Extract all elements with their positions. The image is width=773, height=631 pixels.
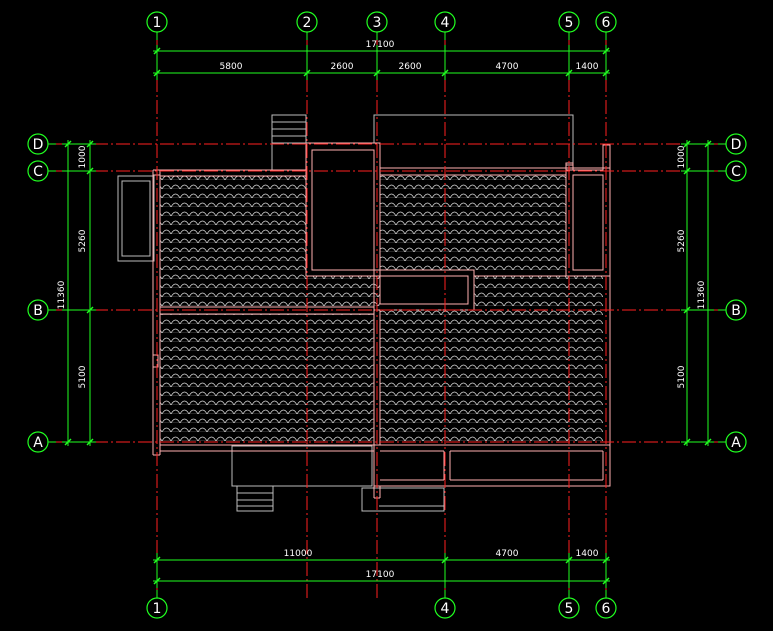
axis-bubble-top-1: 1 bbox=[146, 11, 168, 33]
axis-bubble-right-C-label: C bbox=[731, 164, 741, 180]
top-dim-1-2: 5800 bbox=[220, 62, 243, 72]
upper-void-outer bbox=[305, 142, 381, 277]
auxiliary-outlines bbox=[117, 114, 574, 512]
axis-bubble-top-3-label: 3 bbox=[373, 15, 382, 31]
middle-opening-inner bbox=[379, 275, 469, 305]
axis-bubble-right-B-label: B bbox=[731, 303, 741, 319]
balcony-outer bbox=[373, 444, 611, 487]
axis-bubble-bottom-6-label: 6 bbox=[602, 601, 611, 617]
bottom-stair-outline bbox=[236, 485, 274, 512]
bottom-total-dimension: 17100 bbox=[366, 570, 395, 580]
right-total-dimension: 11360 bbox=[697, 280, 707, 309]
axis-bubble-bottom-1-label: 1 bbox=[153, 601, 162, 617]
axis-bubble-bottom-6: 6 bbox=[595, 597, 617, 619]
axis-bubble-bottom-4: 4 bbox=[434, 597, 456, 619]
roof-tiles bbox=[160, 175, 603, 445]
axis-bubble-right-A: A bbox=[725, 431, 747, 453]
top-dim-2-3: 2600 bbox=[331, 62, 354, 72]
axis-bubble-top-5-label: 5 bbox=[565, 15, 574, 31]
axis-bubble-top-1-label: 1 bbox=[153, 15, 162, 31]
axis-grid-lines bbox=[50, 34, 724, 598]
axis-bubble-top-5: 5 bbox=[558, 11, 580, 33]
right-dim-b-a: 5100 bbox=[677, 365, 687, 388]
axis-bubble-left-D: D bbox=[27, 133, 49, 155]
top-bay-outline bbox=[373, 114, 574, 168]
top-dim-5-6: 1400 bbox=[576, 62, 599, 72]
left-dim-c-b: 5260 bbox=[78, 229, 88, 252]
roof-panel-east-upper bbox=[474, 276, 603, 310]
top-total-dimension: 17100 bbox=[366, 40, 395, 50]
east-upper-box-inner bbox=[572, 174, 604, 271]
top-dim-4-5: 4700 bbox=[496, 62, 519, 72]
walls bbox=[152, 142, 611, 499]
axis-bubble-top-3: 3 bbox=[366, 11, 388, 33]
bottom-dim-4-5: 4700 bbox=[496, 549, 519, 559]
left-bay-outline bbox=[117, 175, 155, 262]
axis-bubble-top-6-label: 6 bbox=[602, 15, 611, 31]
axis-bubble-right-C: C bbox=[725, 160, 747, 182]
axis-bubble-right-D: D bbox=[725, 133, 747, 155]
dimension-texts: 17100 5800 2600 2600 4700 1400 11000 470… bbox=[57, 40, 707, 580]
bottom-porch-outline bbox=[231, 445, 373, 487]
axis-bubble-right-B: B bbox=[725, 299, 747, 321]
axis-bubble-top-2-label: 2 bbox=[303, 15, 312, 31]
top-dim-3-4: 2600 bbox=[399, 62, 422, 72]
axis-bubble-left-A: A bbox=[27, 431, 49, 453]
roof-panel-sw bbox=[160, 314, 374, 445]
axis-bubble-left-A-label: A bbox=[33, 435, 43, 451]
left-dim-b-a: 5100 bbox=[78, 365, 88, 388]
axis-bubble-left-D-label: D bbox=[33, 137, 44, 153]
dimension-lines bbox=[62, 45, 714, 588]
axis-bubble-top-4: 4 bbox=[434, 11, 456, 33]
roof-panel-mid-strip bbox=[306, 276, 380, 307]
left-total-dimension: 11360 bbox=[57, 280, 67, 309]
roof-panel-north-mid bbox=[380, 175, 566, 270]
right-dim-d-c: 1000 bbox=[677, 145, 687, 168]
axis-bubble-left-B: B bbox=[27, 299, 49, 321]
axis-bubble-left-C: C bbox=[27, 160, 49, 182]
axis-bubble-top-4-label: 4 bbox=[441, 15, 450, 31]
right-dim-c-b: 5260 bbox=[677, 229, 687, 252]
upper-void-inner bbox=[311, 149, 375, 271]
roof-panel-se bbox=[380, 310, 603, 445]
bottom-dim-5-6: 1400 bbox=[576, 549, 599, 559]
axis-bubble-bottom-5-label: 5 bbox=[565, 601, 574, 617]
axis-bubble-bottom-5: 5 bbox=[558, 597, 580, 619]
bottom-dim-1-4: 11000 bbox=[284, 549, 313, 559]
left-dim-d-c: 1000 bbox=[78, 145, 88, 168]
axis-bubble-bottom-4-label: 4 bbox=[441, 601, 450, 617]
axis-bubble-top-2: 2 bbox=[296, 11, 318, 33]
axis-bubble-top-6: 6 bbox=[595, 11, 617, 33]
axis-bubble-bottom-1: 1 bbox=[146, 597, 168, 619]
axis-bubble-right-D-label: D bbox=[731, 137, 742, 153]
roof-panel-nw bbox=[160, 175, 306, 307]
axis-bubble-left-C-label: C bbox=[33, 164, 43, 180]
bottom-step-outline bbox=[361, 487, 445, 512]
axis-bubble-right-A-label: A bbox=[731, 435, 741, 451]
axis-bubble-left-B-label: B bbox=[33, 303, 43, 319]
